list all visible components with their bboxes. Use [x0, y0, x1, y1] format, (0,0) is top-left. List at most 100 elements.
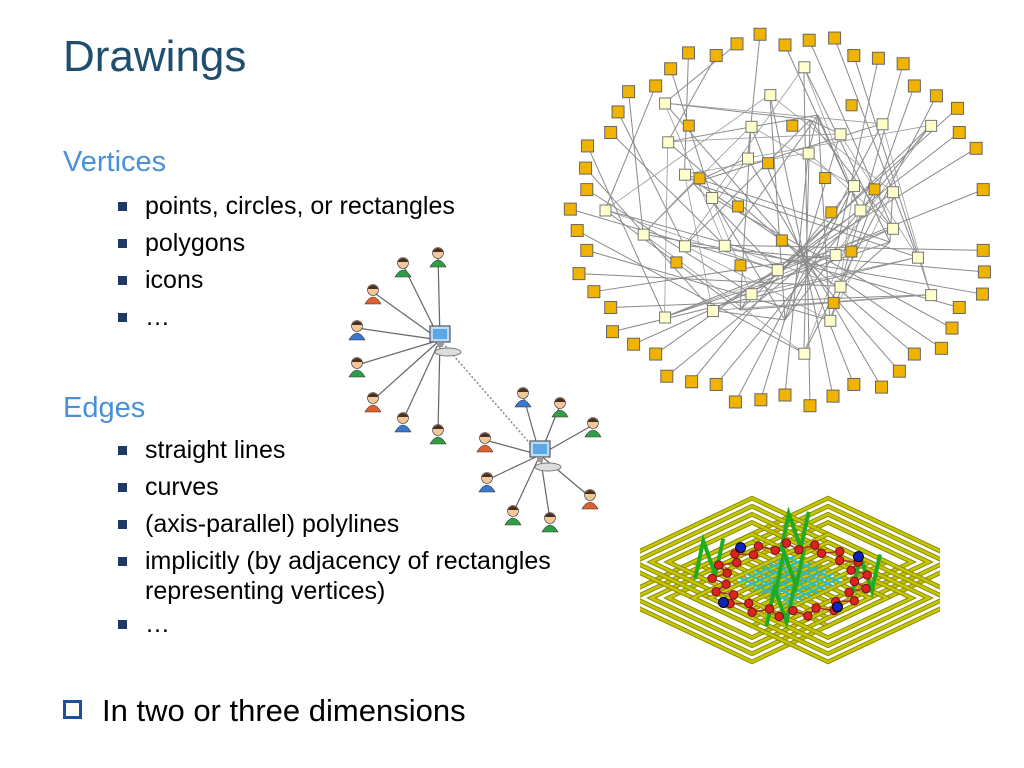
list-item: polygons	[118, 225, 455, 262]
orange-square-node	[611, 105, 625, 119]
person-icon	[504, 505, 522, 526]
pale-square-node	[742, 152, 754, 165]
pale-square-node	[679, 168, 692, 181]
teal-grid-line	[783, 576, 842, 606]
orange-square-node	[929, 89, 943, 103]
person-icon	[348, 357, 366, 378]
graph-edge	[664, 102, 883, 125]
graph-edge	[712, 294, 931, 311]
network-edge	[512, 454, 541, 514]
network-edge	[402, 339, 441, 421]
person-network-graph-image	[348, 247, 602, 533]
edges-list: straight lines curves (axis-parallel) po…	[118, 432, 615, 643]
orange-square-node	[845, 99, 858, 112]
orange-square-node	[579, 161, 593, 175]
graph-edge	[817, 114, 831, 321]
green-edge	[774, 544, 806, 594]
orange-square-node	[753, 27, 767, 41]
teal-grid-line	[738, 576, 797, 606]
orange-square-node	[622, 85, 636, 99]
graph-edge	[664, 102, 811, 121]
graph-edge	[750, 256, 918, 295]
orange-square-node	[952, 301, 966, 314]
orange-square-node	[828, 31, 842, 45]
orange-square-node	[847, 377, 861, 391]
edges-heading: Edges	[63, 392, 146, 424]
orange-square-node	[730, 37, 744, 51]
red-node	[861, 583, 871, 594]
graph-edge	[684, 174, 713, 311]
pale-square-node	[802, 147, 815, 160]
pale-square-node	[707, 304, 719, 317]
person-icon	[551, 397, 569, 418]
orange-square-node	[845, 245, 858, 258]
person-icon	[364, 392, 382, 413]
graph-edge	[881, 123, 932, 295]
orange-square-node	[896, 57, 910, 71]
pale-square-node	[848, 180, 861, 193]
graph-edge	[604, 209, 960, 308]
pale-square-node	[834, 128, 847, 141]
red-node	[722, 568, 732, 578]
graph-edge	[612, 256, 918, 333]
orange-square-node	[728, 395, 742, 409]
graph-edge	[610, 294, 931, 308]
list-item: …	[118, 299, 455, 336]
red-node	[835, 546, 845, 557]
teal-grid-line	[753, 569, 812, 599]
vertices-list: points, circles, or rectangles polygons …	[118, 188, 455, 336]
red-node	[748, 550, 759, 560]
pale-square-node	[834, 280, 847, 293]
grid-frame	[648, 548, 856, 648]
graph-edge	[684, 245, 830, 321]
red-node	[747, 607, 757, 617]
red-node	[770, 545, 780, 555]
orange-square-node	[976, 243, 990, 257]
pale-square-node	[829, 249, 842, 262]
list-item: icons	[118, 262, 455, 299]
blue-node	[718, 597, 729, 608]
orange-square-node	[581, 139, 595, 153]
graph-edge	[747, 124, 931, 159]
pale-square-node	[771, 264, 784, 277]
pale-square-node	[887, 186, 900, 199]
orange-square-node	[682, 119, 695, 132]
network-edge	[486, 454, 541, 481]
graph-edge	[750, 126, 855, 385]
graph-edge	[747, 34, 761, 159]
orange-square-node	[977, 265, 991, 279]
red-node	[744, 598, 754, 609]
orange-square-node	[580, 243, 594, 257]
person-icon	[348, 320, 366, 341]
orange-square-node	[847, 49, 861, 63]
orange-square-node	[976, 183, 990, 197]
graph-edge	[777, 227, 893, 271]
teal-grid-line	[761, 565, 819, 595]
graph-edge	[667, 114, 819, 143]
orange-square-node	[709, 49, 723, 63]
grid-frame	[741, 557, 915, 639]
graph-edge	[711, 66, 805, 198]
red-node	[764, 604, 775, 614]
pale-square-node	[599, 204, 612, 217]
red-node	[849, 596, 859, 606]
orange-square-node	[572, 267, 586, 281]
graph-edge	[809, 119, 893, 229]
graph-edge	[834, 125, 931, 255]
orange-square-node	[803, 399, 817, 413]
graph-edge	[734, 123, 883, 403]
person-icon	[394, 412, 412, 433]
orange-square-node	[604, 126, 618, 139]
red-node	[728, 590, 739, 600]
graph-edge	[578, 273, 841, 287]
graph-edge	[750, 125, 854, 186]
pale-square-node	[911, 251, 924, 264]
orange-square-node	[587, 285, 601, 299]
orange-square-node	[627, 337, 641, 351]
orange-square-node	[975, 287, 989, 301]
graph-edge	[664, 254, 836, 318]
pale-square-node	[887, 222, 900, 235]
orange-square-node	[685, 375, 699, 389]
orange-square-node	[945, 321, 959, 335]
blue-node	[832, 601, 843, 613]
